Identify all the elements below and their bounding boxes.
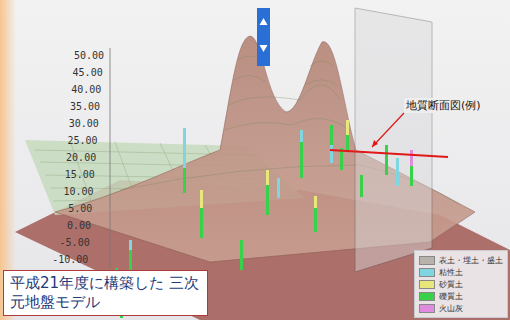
legend-row: 礫質土 — [419, 290, 503, 302]
legend-text: 砂質土 — [439, 279, 463, 290]
legend-row: 表土・埋土・盛土 — [419, 254, 503, 266]
axis-value: -10.00 — [52, 254, 88, 265]
axis-value: 25.00 — [67, 135, 97, 146]
legend-text: 礫質土 — [439, 291, 463, 302]
legend-row: 砂質土 — [419, 278, 503, 290]
caption-box: 平成21年度に構築した 三次元地盤モデル — [3, 270, 208, 316]
axis-value: 35.00 — [70, 101, 100, 112]
legend-row: 粘性土 — [419, 266, 503, 278]
legend-text: 表土・埋土・盛土 — [439, 255, 503, 266]
axis-value: 20.00 — [66, 152, 96, 163]
legend-swatch — [419, 268, 435, 277]
legend-swatch — [419, 292, 435, 301]
axis-value: -5.00 — [60, 237, 90, 248]
callout-label: 地質断面図(例) — [404, 98, 483, 113]
axis-value: 40.00 — [71, 84, 101, 95]
caption-text: 平成21年度に構築した 三次元地盤モデル — [10, 274, 201, 312]
axis-value: 50.00 — [74, 50, 104, 61]
axis-value: 30.00 — [69, 118, 99, 129]
legend-swatch — [419, 256, 435, 265]
legend-swatch — [419, 304, 435, 313]
axis-value: 10.00 — [63, 186, 93, 197]
axis-value: 45.00 — [73, 67, 103, 78]
axis-value: 0.00 — [67, 220, 91, 231]
axis-value: 15.00 — [65, 169, 95, 180]
legend-text: 火山灰 — [439, 303, 463, 314]
axis-value: 5.00 — [68, 203, 92, 214]
legend-swatch — [419, 280, 435, 289]
legend-row: 火山灰 — [419, 302, 503, 314]
legend-text: 粘性土 — [439, 267, 463, 278]
legend-box: 表土・埋土・盛土粘性土砂質土礫質土火山灰 — [414, 250, 508, 318]
